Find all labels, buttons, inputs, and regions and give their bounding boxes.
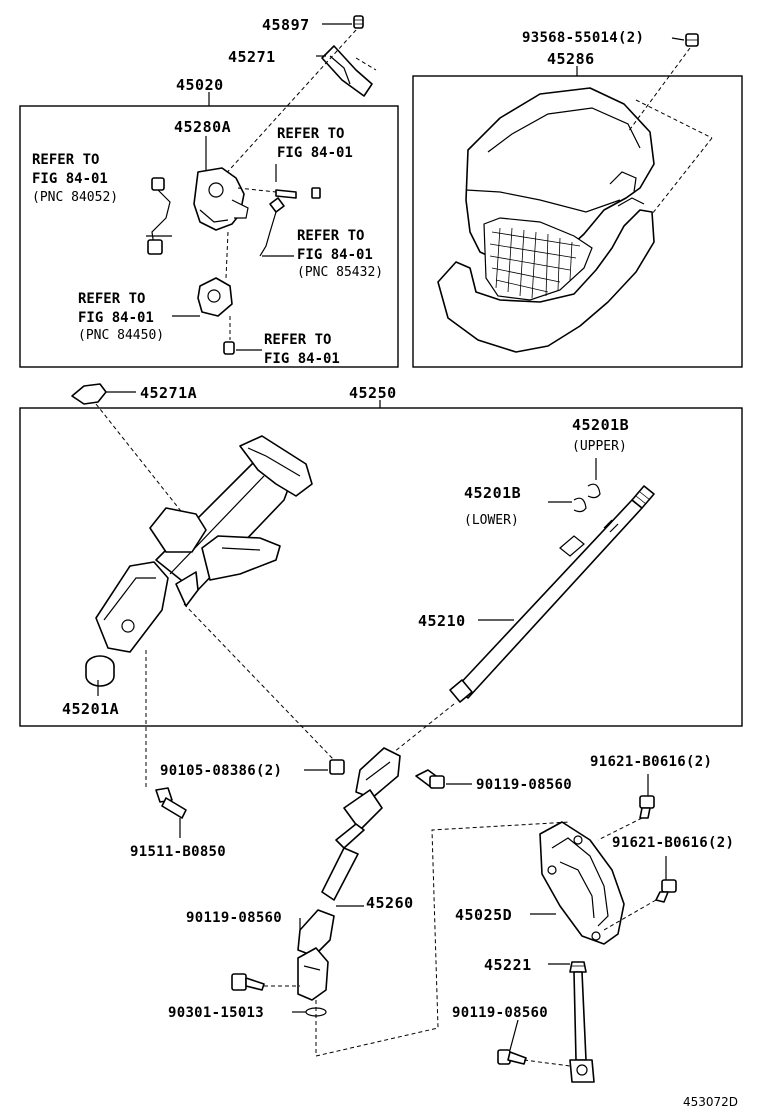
label-45020: 45020 <box>176 76 224 94</box>
ignition-lock-housing-45280A <box>193 167 249 231</box>
bolt-91621-b <box>655 879 677 903</box>
ref1-line3: (PNC 84052) <box>32 190 118 205</box>
ref3-line2: FIG 84-01 <box>297 247 373 263</box>
bolt-90119-bottom <box>497 1049 527 1065</box>
dash-bolt-bottom <box>523 1059 571 1067</box>
label-45201B-upper: 45201B <box>572 416 629 434</box>
steering-shaft-45221 <box>569 961 595 1083</box>
label-90119-top: 90119-08560 <box>476 777 572 793</box>
label-45250: 45250 <box>349 384 397 402</box>
column-assembly-box <box>19 407 743 727</box>
label-lower-qualifier: (LOWER) <box>464 513 519 528</box>
bracket-45271 <box>321 45 377 97</box>
label-93568: 93568-55014(2) <box>522 30 644 46</box>
screw-93568 <box>685 33 699 47</box>
screw-45897 <box>353 15 364 29</box>
label-90301: 90301-15013 <box>168 1005 264 1021</box>
label-91511: 91511-B0850 <box>130 844 226 860</box>
dash-cover-screw <box>627 47 691 133</box>
screw-ignition-bottom <box>223 341 235 355</box>
label-45271A: 45271A <box>140 384 197 402</box>
ring-45201B-lower <box>573 497 587 513</box>
ref5-line1: REFER TO <box>264 332 331 348</box>
bolt-90105 <box>329 759 345 775</box>
ref4-line1: REFER TO <box>78 291 145 307</box>
ref5-line2: FIG 84-01 <box>264 351 340 367</box>
dash-key-cylinder <box>225 231 229 279</box>
ref4-line3: (PNC 84450) <box>78 328 164 343</box>
dash-bolt-91621-b <box>603 899 657 931</box>
label-45286: 45286 <box>547 50 595 68</box>
column-tube-45250 <box>95 435 313 653</box>
ref2-line2: FIG 84-01 <box>277 145 353 161</box>
label-45210: 45210 <box>418 612 466 630</box>
ref2-line1: REFER TO <box>277 126 344 142</box>
dash-45271A <box>95 403 189 521</box>
label-45280A: 45280A <box>174 118 231 136</box>
bolt-90119-mid <box>231 973 265 991</box>
label-91621-a: 91621-B0616(2) <box>590 754 712 770</box>
dash-shaft-to-joint <box>383 703 455 761</box>
leader-93568 <box>671 37 685 41</box>
key-cylinder-84450 <box>197 277 233 317</box>
bolt-91621-a <box>639 795 655 819</box>
pad-45271A <box>71 383 107 405</box>
ref1-line2: FIG 84-01 <box>32 171 108 187</box>
ref1-line1: REFER TO <box>32 152 99 168</box>
bolt-91511 <box>155 787 187 819</box>
dash-cover-edge <box>635 99 713 139</box>
label-90119-bottom: 90119-08560 <box>452 1005 548 1021</box>
screw-ignition-right <box>275 187 321 199</box>
main-shaft-45210 <box>449 485 655 703</box>
label-45271: 45271 <box>228 48 276 66</box>
dash-lower-frame <box>315 821 571 1057</box>
ref4-line2: FIG 84-01 <box>78 310 154 326</box>
dash-ignition-screw <box>237 187 277 193</box>
figure-id: 453072D <box>683 1095 738 1109</box>
leader-90119-bottom <box>509 1019 519 1051</box>
ref3-line1: REFER TO <box>297 228 364 244</box>
column-cover-45286 <box>437 87 655 353</box>
label-45201B-lower: 45201B <box>464 484 521 502</box>
switch-connector-left <box>147 177 171 255</box>
dash-bolt-91621-a <box>597 817 643 841</box>
dash-column-to-joint <box>183 603 335 761</box>
label-45025D: 45025D <box>455 906 512 924</box>
switch-connector-right <box>259 197 285 257</box>
dash-cover-edge-2 <box>651 137 713 215</box>
label-91621-b: 91621-B0616(2) <box>612 835 734 851</box>
label-upper-qualifier: (UPPER) <box>572 439 627 454</box>
label-90105: 90105-08386(2) <box>160 763 282 779</box>
label-45221: 45221 <box>484 956 532 974</box>
label-45201A: 45201A <box>62 700 119 718</box>
ref3-line3: (PNC 85432) <box>297 265 383 280</box>
intermediate-shaft-45260 <box>297 747 401 1001</box>
ring-45201B-upper <box>587 483 601 499</box>
axis-top-dashed <box>221 29 357 179</box>
label-45897: 45897 <box>262 16 310 34</box>
label-90119-mid: 90119-08560 <box>186 910 282 926</box>
bolt-90119-top <box>415 769 445 789</box>
hole-cover-45025D <box>539 821 625 945</box>
bushing-45201A <box>85 655 115 687</box>
label-45260: 45260 <box>366 894 414 912</box>
